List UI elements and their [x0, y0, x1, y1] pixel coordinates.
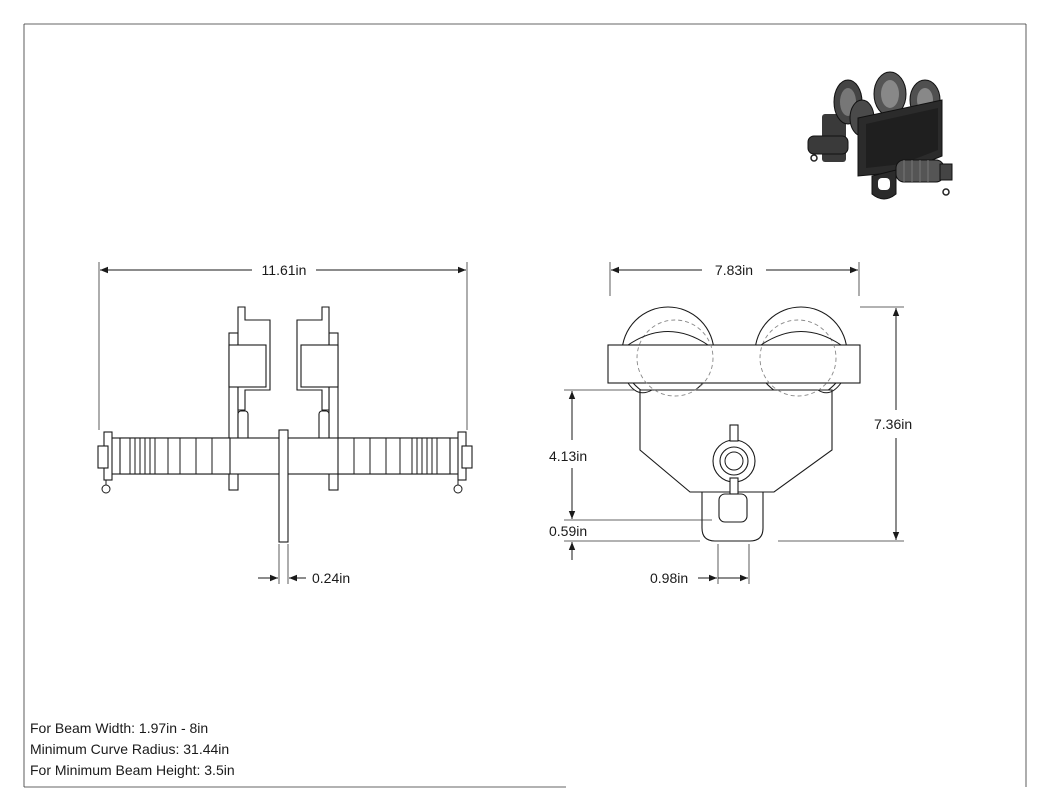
left-shaft-coil	[119, 437, 231, 475]
dim-end-width	[609, 262, 860, 296]
end-width-label: 7.83in	[715, 262, 753, 278]
dim-eye-width	[698, 544, 750, 584]
dim-plate-thickness	[258, 544, 306, 584]
dim-eye-height	[564, 540, 700, 560]
dim-overall-height	[778, 306, 904, 542]
specification-notes: For Beam Width: 1.97in - 8in Minimum Cur…	[30, 718, 235, 781]
note-beam-height: For Minimum Beam Height: 3.5in	[30, 762, 235, 778]
eye-height-label: 0.59in	[549, 523, 587, 539]
trolley-side-view	[607, 306, 861, 542]
trolley-front-view	[97, 306, 473, 543]
dim-wheel-to-eye	[564, 389, 712, 521]
dim-overall-width	[98, 262, 468, 430]
wheel-to-eye-label: 4.13in	[549, 448, 587, 464]
plate-thickness-label: 0.24in	[312, 570, 350, 586]
note-curve-radius: Minimum Curve Radius: 31.44in	[30, 741, 230, 757]
note-beam-width: For Beam Width: 1.97in - 8in	[30, 720, 209, 736]
right-shaft-coil	[337, 437, 451, 475]
eye-width-label: 0.98in	[650, 570, 688, 586]
trolley-3d-render	[807, 71, 953, 200]
overall-height-label: 7.36in	[874, 416, 912, 432]
overall-width-label: 11.61in	[262, 262, 307, 278]
sheet-border	[23, 23, 1027, 788]
